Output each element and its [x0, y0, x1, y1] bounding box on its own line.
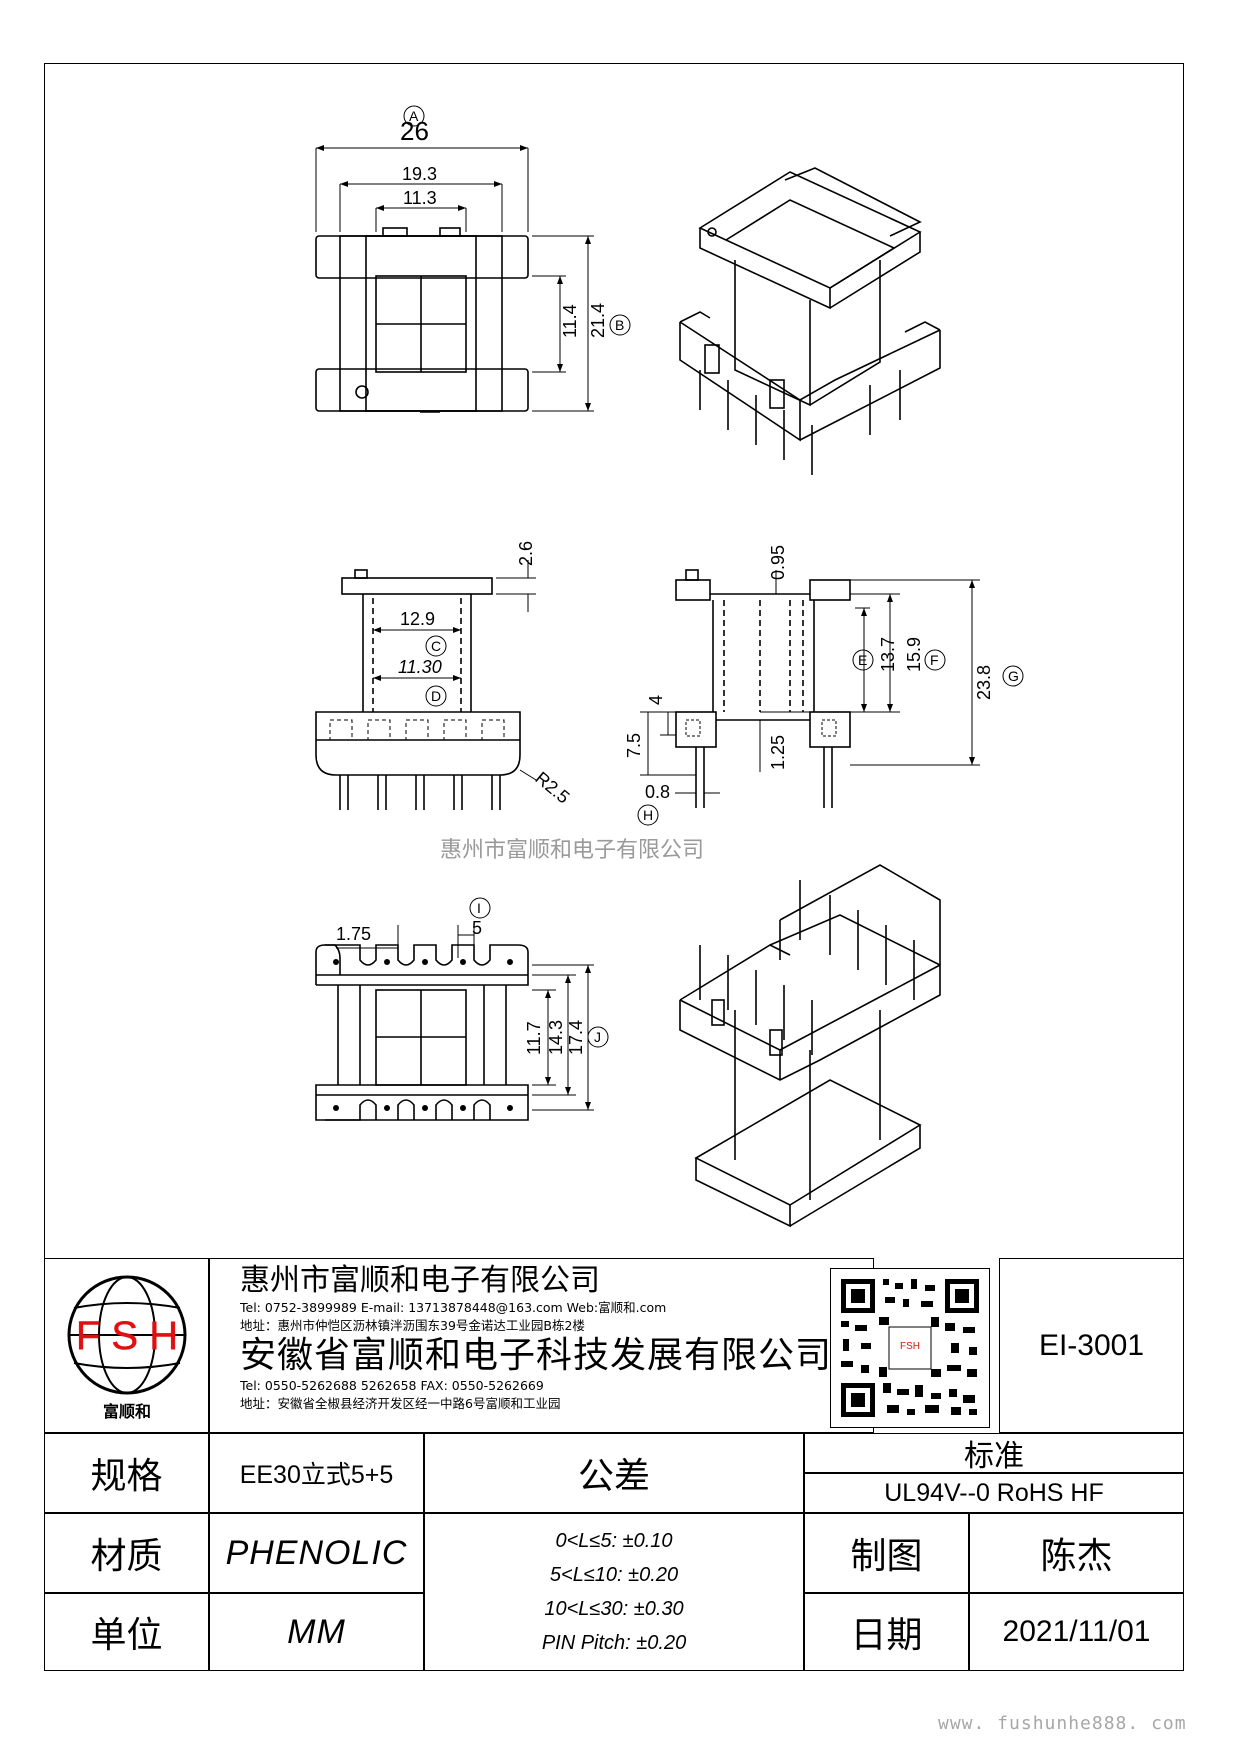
dim-side-core-width: 11.30 — [398, 657, 442, 677]
dim-circle-c: C — [431, 638, 441, 654]
dim-front-pin-h2: 7.5 — [624, 733, 644, 758]
company-logo: F S H 富顺和 — [67, 1275, 186, 1421]
side-view — [315, 560, 537, 810]
company2-address: 地址：安徽省全椒县经济开发区经一中路6号富顺和工业园 — [240, 1396, 561, 1411]
material-label-cell: 材质 — [44, 1513, 209, 1593]
model-cell: EI-3001 — [999, 1258, 1184, 1433]
standard-value: UL94V--0 RoHS HF — [884, 1478, 1104, 1507]
unit-label-cell: 单位 — [44, 1593, 209, 1671]
dim-top-height-inner: 11.4 — [560, 304, 580, 338]
dim-circle-e: E — [858, 652, 867, 668]
drawn-value-cell: 陈杰 — [969, 1513, 1184, 1593]
dim-front-total-h: 23.8 — [974, 665, 994, 700]
dim-bottom-pin-offset: 1.75 — [336, 924, 371, 944]
drawn-label: 制图 — [850, 1536, 923, 1577]
bottom-view — [315, 897, 609, 1121]
dim-circle-j: J — [594, 1029, 601, 1045]
dim-bottom-h2: 14.3 — [546, 1020, 566, 1055]
material-value-cell: PHENOLIC — [209, 1513, 424, 1593]
title-block: F S H 富顺和 惠州市富顺和电子有限公司 Tel: 0752-3899989… — [44, 1258, 1184, 1671]
watermark-text: 惠州市富顺和电子有限公司 — [440, 838, 705, 863]
dim-circle-b: B — [615, 317, 624, 333]
tolerance-line-3: 10<L≤30: ±0.30 — [544, 1598, 684, 1620]
isometric-view-top — [679, 167, 941, 475]
model-number: EI-3001 — [1038, 1328, 1145, 1362]
dim-circle-h: H — [643, 807, 653, 823]
company2-contact: Tel: 0550-5262688 5262658 FAX: 0550-5262… — [240, 1378, 544, 1393]
qr-pattern: FSH — [841, 1279, 979, 1417]
material-value: PHENOLIC — [225, 1533, 408, 1572]
dim-bottom-h3: 17.4 — [566, 1020, 586, 1055]
dim-front-inner-h2: 15.9 — [904, 637, 924, 672]
top-view — [315, 105, 631, 413]
date-value: 2021/11/01 — [1002, 1615, 1151, 1648]
drawn-label-cell: 制图 — [804, 1513, 969, 1593]
standard-value-cell: UL94V--0 RoHS HF — [804, 1473, 1184, 1513]
logo-letters: F S H — [75, 1314, 177, 1358]
dim-top-inner-width: 19.3 — [402, 164, 437, 184]
spec-value-cell: EE30立式5+5 — [209, 1433, 424, 1513]
dim-side-inner-width: 12.9 — [400, 609, 435, 629]
isometric-view-bottom — [679, 864, 941, 1228]
footer-url: www. fushunhe888. com — [938, 1713, 1187, 1734]
logo-cell: F S H 富顺和 — [44, 1258, 209, 1433]
tolerance-label: 公差 — [577, 1456, 650, 1497]
tolerance-line-4: PIN Pitch: ±0.20 — [541, 1632, 687, 1654]
dim-circle-i: I — [477, 900, 481, 916]
tolerance-label-cell: 公差 — [424, 1433, 804, 1513]
dim-circle-a: A — [409, 108, 419, 124]
date-label: 日期 — [850, 1615, 923, 1656]
company2-name: 安徽省富顺和电子科技发展有限公司 — [240, 1335, 833, 1376]
tolerance-line-2: 5<L≤10: ±0.20 — [549, 1564, 679, 1586]
company1-contact: Tel: 0752-3899989 E-mail: 13713878448@16… — [240, 1300, 667, 1315]
company1-address: 地址：惠州市仲恺区沥林镇泮沥围东39号金诺达工业园B栋2楼 — [240, 1318, 585, 1333]
date-value-cell: 2021/11/01 — [969, 1593, 1184, 1671]
spec-value: EE30立式5+5 — [239, 1461, 394, 1489]
logo-caption: 富顺和 — [102, 1402, 150, 1421]
qr-code: FSH — [830, 1268, 990, 1428]
spec-label-cell: 规格 — [44, 1433, 209, 1513]
spec-label: 规格 — [90, 1456, 163, 1497]
dim-circle-f: F — [930, 652, 939, 668]
tolerance-values-cell: 0<L≤5: ±0.10 5<L≤10: ±0.20 10<L≤30: ±0.3… — [424, 1513, 804, 1671]
dim-top-slot-width: 11.3 — [403, 188, 437, 208]
dim-bottom-pitch: 5 — [472, 918, 482, 938]
dim-front-inner-h1: 13.7 — [878, 637, 898, 672]
dim-front-top-gap: 0.95 — [768, 545, 788, 580]
dim-front-pin-h1: 4 — [646, 695, 666, 705]
dim-front-pin-dia: 0.8 — [645, 782, 670, 802]
dim-circle-g: G — [1008, 668, 1019, 684]
dim-circle-d: D — [431, 688, 441, 704]
company1-name: 惠州市富顺和电子有限公司 — [240, 1263, 600, 1298]
dim-front-base-gap: 1.25 — [768, 735, 788, 770]
standard-label-cell: 标准 — [804, 1433, 1184, 1474]
standard-label: 标准 — [964, 1439, 1024, 1474]
company-info-cell: 惠州市富顺和电子有限公司 Tel: 0752-3899989 E-mail: 1… — [209, 1258, 874, 1433]
drawn-value: 陈杰 — [1040, 1536, 1113, 1577]
dim-bottom-h1: 11.7 — [524, 1021, 544, 1055]
dim-top-height: 21.4 — [588, 303, 608, 338]
material-label: 材质 — [90, 1536, 163, 1577]
dim-top-width: 26 — [400, 116, 429, 146]
unit-value: MM — [287, 1612, 346, 1651]
qr-logo-text: FSH — [900, 1341, 920, 1352]
unit-value-cell: MM — [209, 1593, 424, 1671]
tolerance-line-1: 0<L≤5: ±0.10 — [555, 1530, 673, 1552]
date-label-cell: 日期 — [804, 1593, 969, 1671]
front-view — [637, 569, 1024, 826]
dim-side-flange: 2.6 — [516, 541, 536, 566]
unit-label: 单位 — [90, 1615, 163, 1656]
dim-side-radius: R2.5 — [531, 768, 573, 808]
